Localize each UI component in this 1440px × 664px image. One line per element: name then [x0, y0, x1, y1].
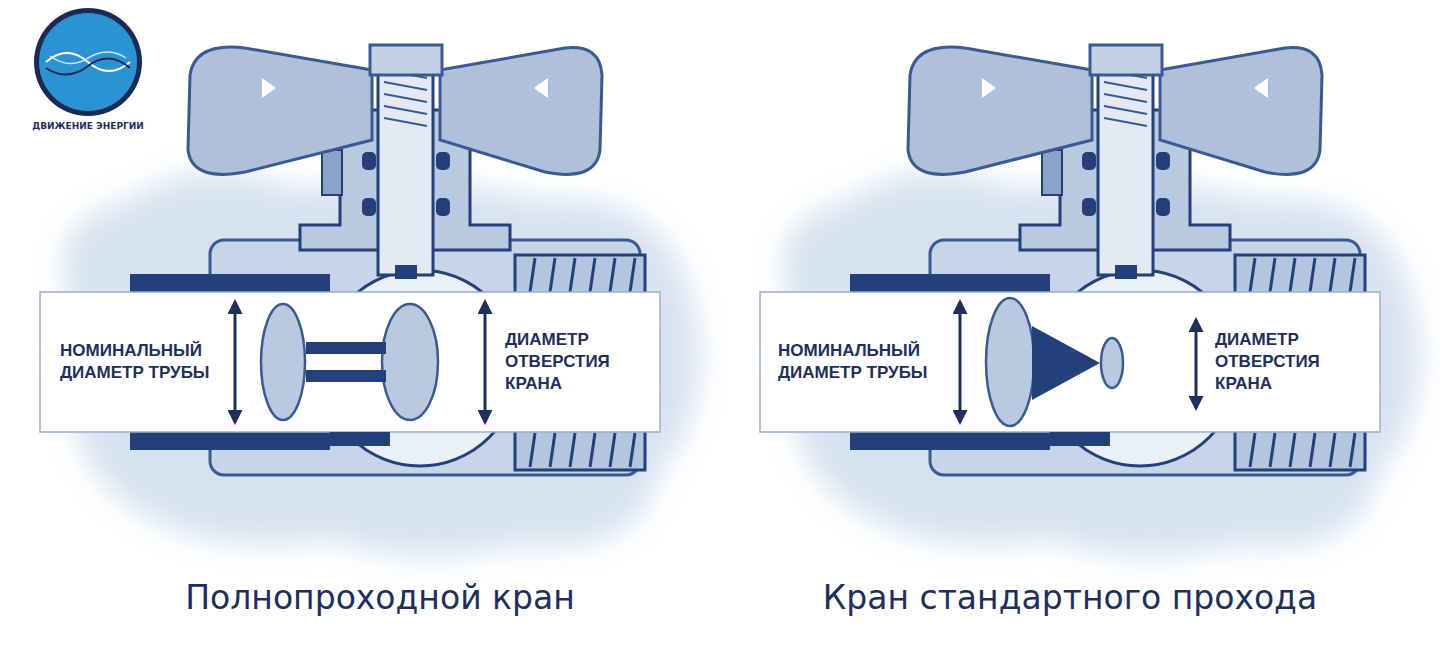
pipe-diameter-label: НОМИНАЛЬНЫЙ ДИАМЕТР ТРУБЫ — [60, 340, 238, 384]
logo — [34, 8, 142, 116]
logo-text: ДВИЖЕНИЕ ЭНЕРГИИ — [8, 121, 168, 131]
standard-bore-valve — [760, 45, 1420, 556]
bore-diameter-label: ДИАМЕТР ОТВЕРСТИЯ КРАНА — [505, 329, 650, 395]
pipe-band: НОМИНАЛЬНЫЙ ДИАМЕТР ТРУБЫ ДИАМЕТР ОТВЕРСТ… — [760, 292, 1420, 432]
pipe-diameter-label: НОМИНАЛЬНЫЙ ДИАМЕТР ТРУБЫ — [778, 340, 958, 384]
caption: Кран стандартного прохода — [790, 578, 1350, 617]
pipe-band: НОМИНАЛЬНЫЙ ДИАМЕТР ТРУБЫ ДИАМЕТР ОТВЕРСТ… — [40, 292, 660, 432]
caption: Полнопроходной кран — [100, 578, 660, 617]
bore-diameter-label: ДИАМЕТР ОТВЕРСТИЯ КРАНА — [1215, 329, 1365, 395]
